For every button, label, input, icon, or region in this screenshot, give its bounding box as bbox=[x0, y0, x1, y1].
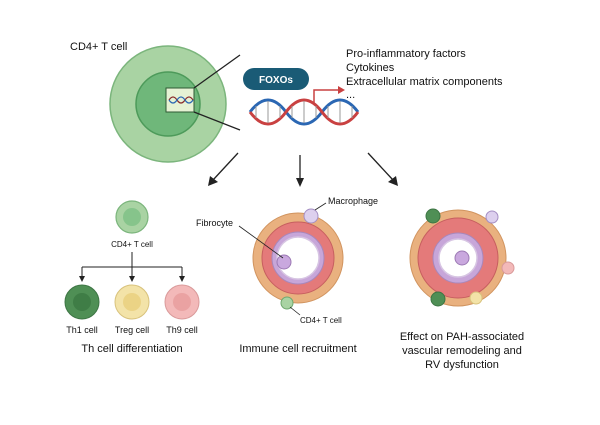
th1-nucleus bbox=[73, 293, 91, 311]
macrophage-infiltrate bbox=[485, 210, 499, 224]
macrophage-cell bbox=[303, 208, 319, 224]
left-top-cell-label: CD4+ T cell bbox=[111, 240, 153, 249]
dna-helix-icon bbox=[248, 98, 360, 126]
factor-item: Cytokines bbox=[346, 62, 395, 74]
right-caption-line: RV dysfunction bbox=[425, 359, 499, 371]
cd4-recruited-cell bbox=[280, 296, 294, 310]
macrophage-label: Macrophage bbox=[328, 196, 378, 206]
tcell-pointer bbox=[289, 306, 301, 316]
tcell-label: CD4+ T cell bbox=[300, 316, 342, 325]
middle-caption: Immune cell recruitment bbox=[239, 343, 356, 355]
factor-item: Extracellular matrix components bbox=[346, 76, 503, 88]
foxos-label: FOXOs bbox=[259, 75, 293, 86]
zoom-box bbox=[165, 87, 195, 113]
factor-item: Pro-inflammatory factors bbox=[346, 48, 466, 60]
transcription-arrow-head bbox=[338, 86, 345, 94]
th9-infiltrate bbox=[501, 261, 515, 275]
branch-arrows bbox=[208, 152, 398, 187]
fibrocyte-cell bbox=[276, 254, 292, 270]
th9-label: Th9 cell bbox=[166, 325, 198, 335]
treg-label: Treg cell bbox=[115, 325, 149, 335]
vessel-cross-section bbox=[252, 212, 344, 304]
foxos-badge bbox=[243, 68, 309, 90]
th9-nucleus bbox=[173, 293, 191, 311]
macrophage-pointer bbox=[314, 202, 327, 211]
factor-item: ... bbox=[346, 89, 355, 101]
inner-immune-cell bbox=[454, 250, 470, 266]
treg-nucleus bbox=[123, 293, 141, 311]
right-caption-line: vascular remodeling and bbox=[402, 345, 522, 357]
differentiation-tree bbox=[79, 252, 185, 282]
remodeled-vessel bbox=[409, 209, 507, 307]
transcription-arrow bbox=[313, 89, 338, 104]
treg-infiltrate bbox=[469, 291, 483, 305]
fibrocyte-label: Fibrocyte bbox=[196, 218, 233, 228]
left-caption: Th cell differentiation bbox=[81, 343, 182, 355]
th1-infiltrate-2 bbox=[430, 291, 446, 307]
zoom-line-bottom bbox=[193, 111, 241, 131]
th1-infiltrate bbox=[425, 208, 441, 224]
fibrocyte-pointer bbox=[238, 225, 284, 259]
mini-dna-icon-strand bbox=[168, 96, 194, 104]
right-caption-line: Effect on PAH-associated bbox=[400, 331, 524, 343]
th1-label: Th1 cell bbox=[66, 325, 98, 335]
top-cell-label: CD4+ T cell bbox=[70, 41, 127, 53]
cd4-small-nucleus bbox=[123, 208, 141, 226]
zoom-line-top bbox=[193, 54, 241, 89]
mini-dna-icon bbox=[168, 96, 194, 104]
